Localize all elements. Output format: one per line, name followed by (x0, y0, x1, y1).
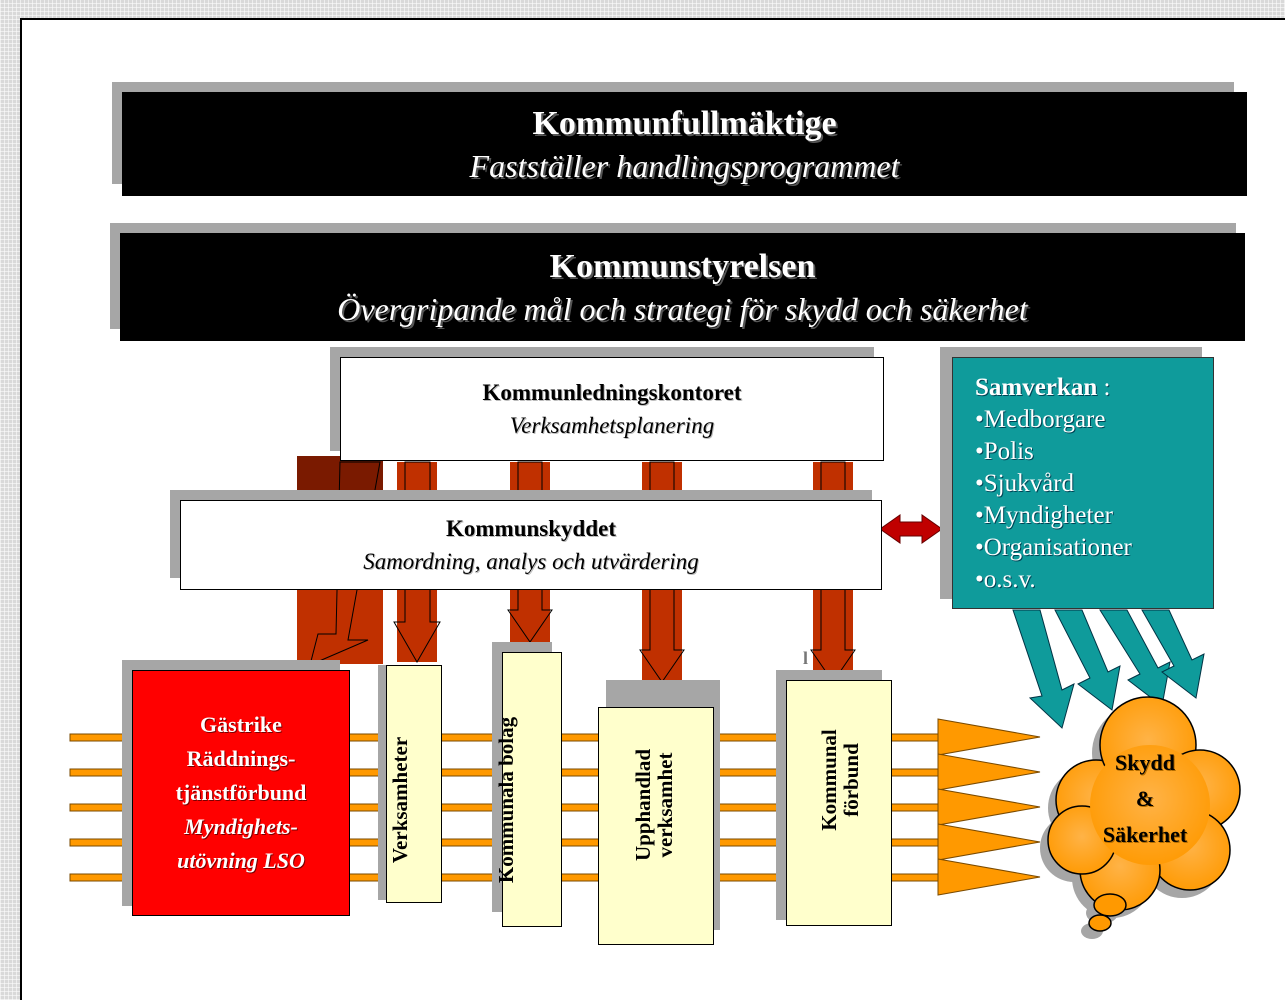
samverkan-item: •Organisationer (975, 534, 1132, 561)
flow-arrowhead (937, 753, 1041, 791)
stray-mark: l (803, 648, 809, 668)
teal-arrows (1012, 609, 1205, 729)
cloud-line1: Skydd (1115, 750, 1175, 775)
raddningstjanst-line2: Räddnings- (186, 746, 296, 771)
kommunskyddet-title: Kommunskyddet (446, 516, 616, 541)
flow-arrowheads (937, 718, 1041, 896)
kommunalforbund-line1: Kommunal (817, 729, 841, 831)
upphandlad-line1: Upphandlad (631, 748, 655, 862)
teal-arrow (1012, 609, 1075, 729)
verksamheter-label: Verksamheter (388, 736, 412, 864)
kommunfullmaktige-subtitle: Fastställer handlingsprogrammet (469, 148, 900, 184)
kommunfullmaktige-title: Kommunfullmäktige (532, 105, 837, 142)
kommunledningskontoret-title: Kommunledningskontoret (482, 380, 742, 405)
upphandlad-label: Upphandlad verksamhet (631, 748, 677, 862)
kommunskyddet-box: Kommunskyddet Samordning, analys och utv… (180, 500, 882, 590)
teal-arrow (1099, 609, 1171, 707)
kommunalforbund-line2: förbund (839, 743, 863, 817)
cloud-label: Skydd & Säkerhet (1070, 745, 1220, 853)
kommunskyddet-subtitle: Samordning, analys och utvärdering (363, 549, 699, 574)
kommunala-bolag-box (502, 652, 562, 927)
double-arrow-icon (879, 514, 943, 544)
raddningstjanst-line5: utövning LSO (177, 848, 305, 873)
kommunstyrelsen-box: Kommunstyrelsen Övergripande mål och str… (120, 233, 1245, 341)
slide-frame (20, 18, 1285, 1000)
double-arrow (879, 514, 943, 544)
kommunfullmaktige-box: Kommunfullmäktige Fastställer handlingsp… (122, 92, 1247, 196)
raddningstjanst-line4: Myndighets- (184, 814, 298, 839)
ruler-top (0, 0, 1285, 18)
down-arrow (507, 461, 553, 643)
kommunalforbund-label: Kommunal förbund (817, 729, 863, 831)
flow-arrowhead (937, 858, 1041, 896)
flow-arrowhead (937, 718, 1041, 756)
cloud-shape (1040, 696, 1241, 939)
kommunledningskontoret-box: Kommunledningskontoret Verksamhetsplaner… (340, 357, 884, 461)
samverkan-item: •Medborgare (975, 406, 1106, 433)
cloud-line3: Säkerhet (1102, 822, 1188, 847)
samverkan-item: •Myndigheter (975, 502, 1113, 529)
samverkan-box: Samverkan : •Medborgare •Polis •Sjukvård… (952, 357, 1214, 609)
kommunala-bolag-label: Kommunala bolag (494, 716, 518, 884)
teal-arrow (1141, 609, 1205, 699)
samverkan-item: •o.s.v. (975, 566, 1036, 593)
ruler-left (0, 0, 20, 1000)
raddningstjanst-line1: Gästrike (200, 712, 282, 737)
kommunalforbund-box (786, 680, 892, 926)
down-arrow (393, 461, 441, 664)
kommunstyrelsen-title: Kommunstyrelsen (549, 248, 816, 285)
upphandlad-line2: verksamhet (653, 752, 677, 858)
teal-arrow (1054, 609, 1121, 711)
cloud-bubble (1088, 914, 1112, 932)
flow-arrowhead (937, 788, 1041, 826)
samverkan-item: •Polis (975, 438, 1034, 465)
flow-arrowhead (937, 823, 1041, 861)
samverkan-separator: : (1097, 374, 1111, 401)
samverkan-heading-line: Samverkan : (975, 372, 1110, 404)
samverkan-heading: Samverkan (975, 374, 1098, 401)
cloud-bubble (1093, 893, 1127, 917)
kommunledningskontoret-subtitle: Verksamhetsplanering (509, 413, 715, 438)
verksamheter-box (386, 665, 442, 903)
raddningstjanst-line3: tjänstförbund (175, 780, 307, 805)
upphandlad-box (598, 707, 714, 945)
kommunstyrelsen-subtitle: Övergripande mål och strategi för skydd … (337, 291, 1028, 327)
raddningstjanst-box: Gästrike Räddnings- tjänstförbund Myndig… (132, 670, 350, 916)
cloud-line2: & (1135, 786, 1155, 811)
samverkan-item: •Sjukvård (975, 470, 1075, 497)
